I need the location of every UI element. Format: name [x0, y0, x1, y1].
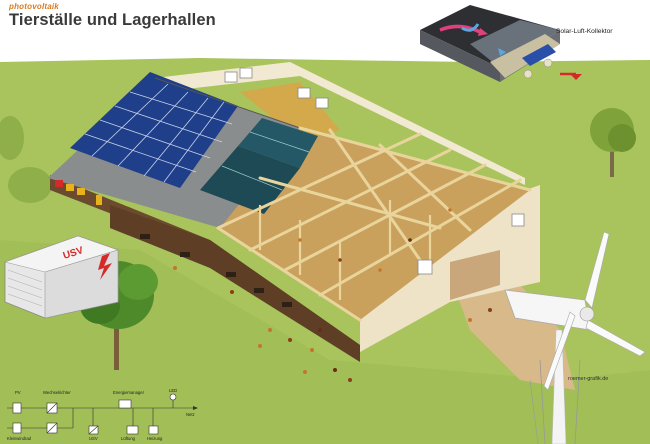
schematic-label-kleinwindrad: Kleinwindrad: [7, 436, 31, 441]
tree-right: [590, 108, 636, 177]
schematic-label-led: LED: [169, 388, 178, 393]
front-wall-vents: [140, 234, 292, 307]
wiring-schematic: PV Wechselrichter Energiemanager LED Net…: [3, 388, 203, 444]
schematic-label-pv: PV: [15, 390, 21, 395]
barn-gable-door: [450, 250, 500, 300]
roof-ridge: [154, 77, 301, 129]
straw-area: [240, 82, 340, 140]
schematic-label-wechselrichter: Wechselrichter: [43, 390, 71, 395]
grass-shade: [0, 240, 650, 444]
solar-air-collector: [420, 5, 582, 82]
wind-turbine: [504, 231, 646, 444]
chickens: [173, 208, 492, 382]
schematic-label-lueftung: Lüftung: [121, 436, 135, 441]
page-title: Tierställe und Lagerhallen: [9, 11, 216, 29]
roof-skylights: [200, 118, 318, 214]
tree-left: [0, 116, 52, 203]
schematic-label-heizung: Heizung: [147, 436, 163, 441]
truss-posts: [258, 200, 432, 300]
schematic-lines: [7, 393, 198, 435]
schematic-label-netz: Netz: [186, 412, 195, 417]
roof-trusses: [216, 126, 532, 322]
barn-front-wall-lower: [110, 205, 360, 362]
solar-panel-array: [70, 72, 238, 188]
brand-label: photovoltaik: [9, 2, 59, 11]
inverters: [55, 180, 102, 205]
credit-label: roemer-grafik.de: [568, 376, 609, 382]
schematic-label-energiemanager: Energiemanager: [113, 390, 144, 395]
collector-label: Solar-Luft-Kollektor: [556, 28, 613, 35]
schematic-label-usv: USV: [89, 436, 98, 441]
usv-container: [3, 235, 119, 319]
barn-back-wall: [155, 62, 525, 185]
back-windows: [224, 67, 525, 275]
